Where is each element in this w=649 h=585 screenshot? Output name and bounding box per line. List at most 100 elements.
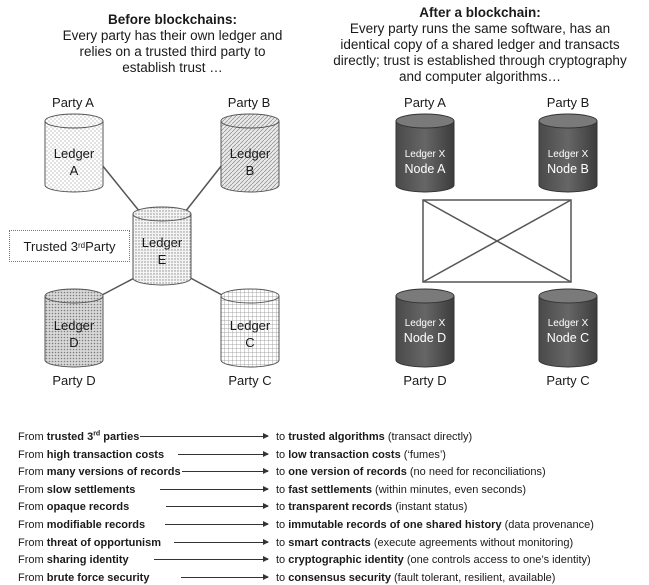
party-a-label: Party A xyxy=(52,95,94,110)
blockchain-diagram: Party A Party B Party D Party C Ledger A… xyxy=(44,95,598,388)
ledger-d-cylinder xyxy=(44,288,104,368)
node-d-cylinder xyxy=(395,288,455,368)
transition-to: to immutable records of one shared histo… xyxy=(276,518,594,532)
transition-from: From threat of opportunism xyxy=(18,536,161,550)
from-term: threat of opportunism xyxy=(46,536,162,549)
arrow-icon xyxy=(166,503,269,510)
ledger-b-cylinder xyxy=(220,113,280,193)
arrow-icon xyxy=(154,556,269,563)
to-prefix: to xyxy=(276,466,289,479)
transition-to: to smart contracts (execute agreements w… xyxy=(276,536,573,550)
ledger-d-line1: Ledger xyxy=(54,318,95,333)
from-prefix: From xyxy=(18,501,47,514)
to-term: fast settlements xyxy=(288,483,372,496)
ledger-c-line2: C xyxy=(245,335,254,350)
to-note: (one controls access to one’s identity) xyxy=(403,554,591,567)
transition-from: From many versions of records xyxy=(18,465,181,479)
from-prefix: From xyxy=(18,571,47,584)
node-a-cylinder xyxy=(395,113,455,193)
arrow-icon xyxy=(174,538,269,545)
from-term: brute force security xyxy=(46,571,150,584)
after-description: Every party runs the same software, has … xyxy=(333,21,627,84)
to-note: (within minutes, even seconds) xyxy=(372,483,527,496)
node-c-line1: Ledger X xyxy=(548,318,589,329)
to-note: (execute agreements without monitoring) xyxy=(370,536,574,549)
from-term: trusted 3 xyxy=(46,431,94,443)
transition-from: From trusted 3rd parties xyxy=(18,430,139,444)
party-c-label: Party C xyxy=(228,373,271,388)
party-d-label: Party D xyxy=(52,373,95,388)
transition-to: to low transaction costs (‘fumes’) xyxy=(276,448,446,462)
from-term: many versions of records xyxy=(46,466,181,479)
ledger-b-line1: Ledger xyxy=(230,146,271,161)
ledger-a-cylinder xyxy=(44,113,104,193)
node-party-b-label: Party B xyxy=(547,95,590,110)
to-term: one version of records xyxy=(288,466,407,479)
transition-to: to consensus security (fault tolerant, r… xyxy=(276,571,555,585)
transition-to: to transparent records (instant status) xyxy=(276,500,467,514)
before-description: Every party has their own ledger and rel… xyxy=(62,28,283,75)
to-prefix: to xyxy=(276,483,289,496)
transition-from: From high transaction costs xyxy=(18,448,164,462)
to-note: (fault tolerant, resilient, available) xyxy=(390,571,556,584)
after-title: After a blockchain: xyxy=(419,5,541,20)
ledger-e-line2: E xyxy=(158,252,167,267)
to-term: immutable records of one shared history xyxy=(288,519,502,531)
node-b-line2: Node B xyxy=(547,162,589,176)
ledger-e-line1: Ledger xyxy=(142,235,183,250)
to-note: (‘fumes’) xyxy=(400,448,446,461)
to-note: (data provenance) xyxy=(501,519,594,531)
to-note: (instant status) xyxy=(392,501,468,514)
node-a-line1: Ledger X xyxy=(405,149,446,160)
to-term: cryptographic identity xyxy=(288,554,404,567)
ledger-c-line1: Ledger xyxy=(230,318,271,333)
transition-to: to cryptographic identity (one controls … xyxy=(276,553,591,567)
arrow-icon xyxy=(140,433,269,439)
to-prefix: to xyxy=(276,536,289,549)
to-term: trusted algorithms xyxy=(288,431,385,443)
from-prefix: From xyxy=(18,554,47,567)
transition-to: to fast settlements (within minutes, eve… xyxy=(276,483,526,497)
to-note: (no need for reconciliations) xyxy=(406,466,546,479)
arrow-icon xyxy=(165,521,269,527)
from-prefix: From xyxy=(18,448,47,461)
transition-from: From opaque records xyxy=(18,500,129,514)
to-prefix: to xyxy=(276,554,289,567)
trusted-party-text2: Party xyxy=(85,238,116,254)
before-heading: Before blockchains: Every party has thei… xyxy=(55,12,290,76)
node-party-a-label: Party A xyxy=(404,95,446,110)
ledger-a-line2: A xyxy=(70,163,79,178)
ledger-c-cylinder xyxy=(220,288,280,368)
from-prefix: From xyxy=(18,431,47,443)
from-term-rest: parties xyxy=(100,431,140,443)
node-party-c-label: Party C xyxy=(546,373,589,388)
from-term: high transaction costs xyxy=(46,448,165,461)
ledger-b-line2: B xyxy=(246,163,255,178)
ledger-d-line2: D xyxy=(69,335,78,350)
from-prefix: From xyxy=(18,519,47,531)
transition-from: From sharing identity xyxy=(18,553,129,567)
node-b-cylinder xyxy=(538,113,598,193)
from-term: slow settlements xyxy=(46,483,136,496)
arrow-icon xyxy=(182,468,269,475)
node-d-line1: Ledger X xyxy=(405,318,446,329)
node-c-cylinder xyxy=(538,288,598,368)
before-title: Before blockchains: xyxy=(107,12,238,27)
to-prefix: to xyxy=(276,501,289,514)
transition-from: From brute force security xyxy=(18,571,149,585)
after-heading: After a blockchain: Every party runs the… xyxy=(325,5,635,85)
ledger-e-cylinder xyxy=(132,206,192,286)
to-term: smart contracts xyxy=(288,536,371,549)
node-a-line2: Node A xyxy=(404,162,446,176)
to-prefix: to xyxy=(276,519,289,531)
to-prefix: to xyxy=(276,571,289,584)
to-term: low transaction costs xyxy=(288,448,401,461)
transition-to: to trusted algorithms (transact directly… xyxy=(276,430,472,444)
to-term: consensus security xyxy=(288,571,391,584)
transition-from: From slow settlements xyxy=(18,483,135,497)
from-term: sharing identity xyxy=(46,554,129,567)
from-term: modifiable records xyxy=(46,519,146,531)
from-prefix: From xyxy=(18,483,47,496)
to-prefix: to xyxy=(276,448,289,461)
